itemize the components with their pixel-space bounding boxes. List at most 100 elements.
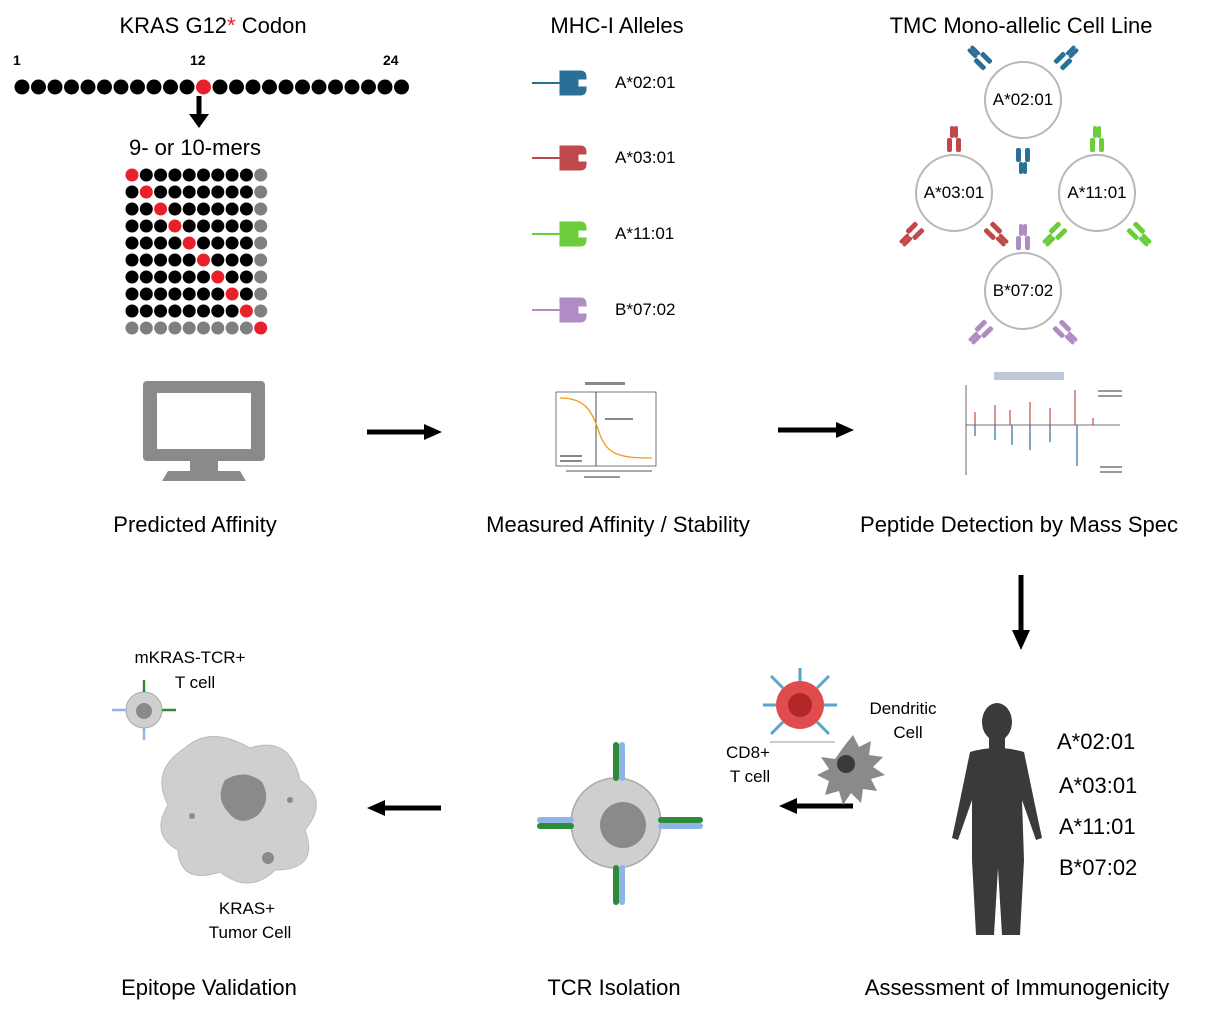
tmc-cell-label: B*07:02 [992, 281, 1054, 300]
codon-residue [130, 79, 145, 95]
mer-residue [125, 270, 139, 284]
codon-residue [146, 79, 162, 95]
mer-residue [211, 185, 225, 199]
mer-residue [139, 253, 153, 267]
mer-residue-mutant [168, 219, 182, 233]
codon-residue [328, 79, 343, 95]
mer-residue-end [125, 321, 139, 335]
mer-residue [182, 304, 196, 318]
step-predicted-affinity: Predicted Affinity [113, 512, 277, 537]
tmc-cell-a0201 [984, 61, 1062, 139]
mer-residue-end [225, 321, 239, 335]
mer-residue [211, 287, 225, 301]
mer-residue [125, 287, 139, 301]
mer-residue-end [168, 321, 182, 335]
codon-residue [262, 79, 277, 95]
cd8-label-2: T cell [729, 767, 771, 786]
codon-residue [14, 79, 30, 95]
mkras-tcell-label-2: T cell [174, 673, 216, 692]
mer-residue-end [254, 202, 268, 216]
mer-residue-end [254, 287, 268, 301]
mer-residue [154, 168, 168, 182]
mhc-allele-label: A*02:01 [615, 73, 676, 92]
codon-pos-start: 1 [13, 52, 21, 68]
mer-residue [139, 287, 153, 301]
kras-tumor-cell-icon [160, 736, 317, 884]
codon-residue [278, 79, 294, 95]
patient-allele: A*02:01 [1057, 729, 1136, 754]
mer-residue [182, 185, 196, 199]
mer-residue [125, 202, 139, 216]
mer-residue [139, 304, 153, 318]
codon-residue [295, 79, 310, 95]
mer-residue-end [254, 185, 268, 199]
dendritic-label: Dendritic [869, 699, 937, 718]
mer-residue [154, 253, 168, 267]
mer-residue-end [254, 236, 268, 250]
mer-residue [168, 287, 182, 301]
mer-residue-mutant [154, 202, 168, 216]
mer-residue [125, 304, 139, 318]
mer-residue [211, 304, 225, 318]
mer-residue [225, 219, 239, 233]
mer-residue [197, 219, 210, 233]
mer-residue [125, 236, 139, 250]
mer-residue-end [254, 219, 268, 233]
codon-pos-end: 24 [383, 52, 399, 68]
mhc-title: MHC-I Alleles [550, 13, 684, 38]
mer-residue-end [239, 321, 253, 335]
mhc-a1101-icon [531, 221, 587, 247]
mer-residue [125, 185, 139, 199]
flow-arrowheads [367, 422, 1030, 816]
mer-residue [197, 236, 210, 250]
mhc-b0702-icon [531, 297, 587, 323]
mer-residue [239, 287, 253, 301]
mer-residue [182, 270, 196, 284]
mer-residue-mutant [239, 304, 253, 318]
mer-residue-mutant [211, 270, 225, 284]
mer-residue [154, 236, 168, 250]
mer-residue [197, 270, 210, 284]
tumor-label-2: Tumor Cell [208, 923, 292, 942]
human-body-icon [952, 703, 1042, 935]
cd8-t-cell-icon [763, 668, 837, 736]
tmc-cells [915, 61, 1136, 330]
mer-residue [182, 219, 196, 233]
mer-residue [168, 304, 182, 318]
mer-residue-mutant [125, 168, 139, 182]
mer-residue [154, 287, 168, 301]
codon-residue [229, 79, 244, 95]
kras-codon-row [14, 79, 409, 95]
codon-residue [394, 79, 409, 95]
codon-residue [344, 79, 360, 95]
mers-grid [125, 168, 268, 335]
mer-residue [182, 168, 196, 182]
mer-residue [182, 287, 196, 301]
mer-residue [225, 168, 239, 182]
codon-arrowhead [189, 114, 209, 128]
codon-residue [212, 79, 228, 95]
cd8-label: CD8+ [726, 743, 770, 762]
mer-residue [154, 219, 168, 233]
codon-residue [245, 79, 261, 95]
mer-residue [239, 219, 253, 233]
mkras-tcell-label: mKRAS-TCR+ [134, 648, 246, 667]
mer-residue [225, 236, 239, 250]
mer-residue [211, 236, 225, 250]
mer-residue [239, 236, 253, 250]
tmc-cell-label: A*11:01 [1067, 183, 1127, 202]
step-tcr-isolation: TCR Isolation [547, 975, 681, 1000]
mer-residue [211, 219, 225, 233]
codon-residue [163, 79, 178, 95]
binding-curve-chart [555, 382, 657, 478]
mer-residue [239, 270, 253, 284]
tcr-cell-icon [537, 742, 703, 905]
mer-residue [168, 253, 182, 267]
tmc-cell-label: A*02:01 [992, 90, 1054, 109]
codon-residue [47, 79, 63, 95]
mer-residue [197, 168, 210, 182]
codon-residue [361, 79, 376, 95]
mhc-allele-icons [531, 70, 587, 323]
codon-residue [97, 79, 112, 95]
mer-residue-end [254, 253, 268, 267]
